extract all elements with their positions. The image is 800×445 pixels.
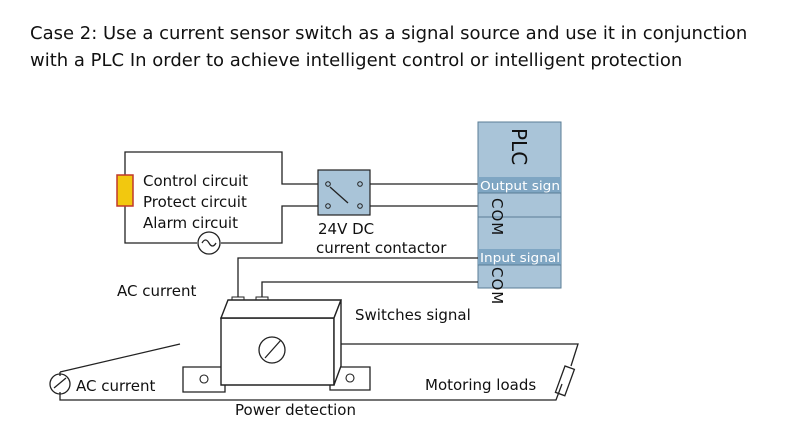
mount-hole-left [199,374,209,384]
plc-output-signal-label: Output sign [480,179,560,193]
contactor-terminal-tl [325,181,331,187]
heading-line-2: with a PLC In order to achieve intellige… [30,50,683,71]
ac-source-wave [201,239,217,247]
contactor-terminal-bl [325,203,331,209]
coil-icon [116,174,134,207]
mount-hole-right [345,373,355,383]
control-loop-left-lower [124,206,197,244]
motoring-loads-label: Motoring loads [425,376,536,394]
ac-current-top-label: AC current [117,282,196,300]
power-ac-source-wave [53,377,67,389]
contactor-label-line2: current contactor [316,239,447,257]
control-loop-wire [124,151,318,185]
switches-signal-label: Switches signal [355,306,471,324]
sensor-body-top [219,299,343,319]
ac-current-bottom-label: AC current [76,377,155,395]
plc-output-band [478,177,561,193]
power-line-top [59,343,579,373]
ac-source-icon [197,231,221,255]
protect-circuit-label: Protect circuit [143,193,247,211]
plc-input-band [478,249,561,265]
motor-load-icon [554,365,576,397]
signal-wire-1 [237,257,478,300]
contactor-terminal-tr [357,181,363,187]
plc-input-com: COM [488,267,506,305]
contactor-box [317,169,371,216]
power-ac-source-icon [49,373,71,395]
heading: Case 2: Use a current sensor switch as a… [30,20,790,74]
control-circuit-label: Control circuit [143,172,248,190]
plc-input-signal-label: Input signal [480,251,560,265]
contactor-label-line1: 24V DC [318,220,374,238]
contactor-switch-arm [329,186,349,204]
sensor-dial-icon [258,336,286,364]
sensor-body [220,317,335,386]
power-detection-label: Power detection [235,401,356,419]
plc-output-com: COM [488,198,506,236]
signal-wire-2 [261,281,478,300]
sensor-dial-needle [264,339,282,359]
plc-title: PLC [507,128,531,165]
power-line-bottom [59,383,563,401]
heading-line-1: Case 2: Use a current sensor switch as a… [30,23,748,44]
control-loop-right-lower [221,205,318,244]
alarm-circuit-label: Alarm circuit [143,214,238,232]
contactor-terminal-br [357,203,363,209]
sensor-body-side [333,299,342,386]
